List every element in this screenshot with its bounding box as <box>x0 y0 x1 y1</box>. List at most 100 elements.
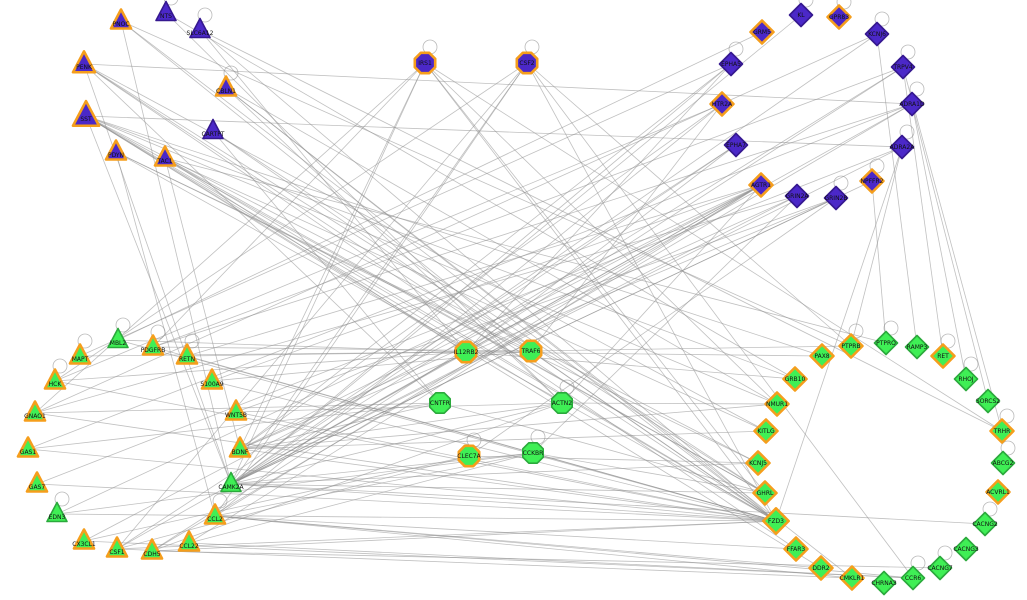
node-cacng7-diamond[interactable] <box>927 555 953 581</box>
node-ffar3-diamond[interactable] <box>783 536 809 562</box>
edge-pd9-go1 <box>465 144 737 353</box>
node-trhr-diamond[interactable] <box>989 418 1015 444</box>
node-kl-diamond[interactable] <box>788 2 814 28</box>
node-cntfr-octagon[interactable] <box>428 391 452 415</box>
node-abcg2-diamond[interactable] <box>990 450 1016 476</box>
node-kitlg-diamond[interactable] <box>753 418 779 444</box>
edge-gt4-pd11 <box>186 184 762 357</box>
node-kcnj6-diamond[interactable] <box>864 21 890 47</box>
edge-gt4-gd16 <box>186 355 777 522</box>
edge-gt12-pd2 <box>230 14 802 485</box>
self-loop-pd4 <box>874 11 890 27</box>
node-traf6-octagon[interactable] <box>519 339 543 363</box>
node-ret-diamond[interactable] <box>930 343 956 369</box>
edge-go4-gd8 <box>561 402 778 405</box>
node-rhoj-diamond[interactable] <box>953 366 979 392</box>
edge-gt7-pd4 <box>34 33 878 414</box>
edge-gt12-pd5 <box>230 63 732 485</box>
node-kcnj5-diamond[interactable] <box>745 450 771 476</box>
node-chrna3-diamond[interactable] <box>871 570 897 596</box>
node-edn3-triangle[interactable] <box>46 501 68 523</box>
node-npffr2-diamond[interactable] <box>859 168 885 194</box>
self-loop-gd21 <box>937 545 953 561</box>
node-fzd3-diamond[interactable] <box>762 507 790 535</box>
node-ramp3-diamond[interactable] <box>904 334 930 360</box>
node-wnt5b-triangle[interactable] <box>224 399 248 421</box>
edge-pt9-gd16 <box>164 157 777 522</box>
node-il12rb2-octagon[interactable] <box>454 340 478 364</box>
node-grb10-diamond[interactable] <box>782 366 808 392</box>
node-epha7-diamond[interactable] <box>723 132 749 158</box>
self-loop-pt5 <box>223 65 239 81</box>
node-ddr2-diamond[interactable] <box>808 555 834 581</box>
node-clec7a-octagon[interactable] <box>457 444 481 468</box>
node-cacng3-diamond[interactable] <box>953 536 979 562</box>
node-pax8-diamond[interactable] <box>809 343 835 369</box>
node-grm5-diamond[interactable] <box>749 19 775 45</box>
node-gpr83-diamond[interactable] <box>826 4 852 30</box>
node-gas7-triangle[interactable] <box>25 471 49 493</box>
edge-gt17-gd16 <box>151 520 777 552</box>
node-ghrl-diamond[interactable] <box>752 480 778 506</box>
edge-gt17-go4 <box>151 402 563 552</box>
node-agtr1-diamond[interactable] <box>748 172 774 198</box>
node-gas1-triangle[interactable] <box>16 436 40 458</box>
edge-pt1-gd1 <box>120 20 852 347</box>
node-csf2-octagon[interactable] <box>515 51 539 75</box>
node-mbl2-triangle[interactable] <box>107 327 129 349</box>
node-cacng2-diamond[interactable] <box>972 511 998 537</box>
edge-pt6-gt12 <box>85 115 232 485</box>
edge-pd6-gd5 <box>902 66 944 357</box>
node-trpv4-diamond[interactable] <box>890 54 916 80</box>
node-irs1-octagon[interactable] <box>413 51 437 75</box>
edge-gt18-gd23 <box>188 542 914 579</box>
node-cmklr1-diamond[interactable] <box>839 565 865 591</box>
self-loop-gt3 <box>150 324 166 340</box>
node-pdyn-triangle[interactable] <box>104 139 128 161</box>
node-hck-triangle[interactable] <box>43 368 67 390</box>
node-penk-triangle[interactable] <box>71 50 97 74</box>
node-htr2a-diamond[interactable] <box>709 91 735 117</box>
node-ccr6-diamond[interactable] <box>900 565 926 591</box>
node-pdgfrb-triangle[interactable] <box>141 334 165 356</box>
node-acvrl1-diamond[interactable] <box>985 479 1011 505</box>
node-sorcs2-diamond[interactable] <box>975 388 1001 414</box>
node-pnoc-triangle[interactable] <box>109 8 133 30</box>
node-slc6a12-triangle[interactable] <box>189 17 211 39</box>
node-csf1-triangle[interactable] <box>105 536 129 558</box>
node-cdh5-triangle[interactable] <box>140 538 164 560</box>
node-adra2a-diamond[interactable] <box>889 134 915 160</box>
node-nmur1-diamond[interactable] <box>764 391 790 417</box>
node-cbln1-triangle[interactable] <box>214 75 238 97</box>
node-mapt-triangle[interactable] <box>68 343 92 365</box>
node-grin2b-diamond[interactable] <box>823 185 849 211</box>
node-actn2-octagon[interactable] <box>550 391 574 415</box>
node-s100a9-triangle[interactable] <box>200 368 224 390</box>
self-loop-gt5 <box>52 358 68 374</box>
node-cx3cl1-triangle[interactable] <box>72 528 96 550</box>
edge-oc1-gt12 <box>230 62 426 485</box>
node-epha5-diamond[interactable] <box>718 51 744 77</box>
node-sst-triangle[interactable] <box>71 99 101 128</box>
node-gnao1-triangle[interactable] <box>23 400 47 422</box>
node-cartpt-triangle[interactable] <box>202 118 224 140</box>
edge-pt5-gd22 <box>225 87 853 579</box>
self-loop-pt3 <box>197 7 213 23</box>
node-bdnf-triangle[interactable] <box>228 436 252 458</box>
node-tac1-triangle[interactable] <box>153 145 177 167</box>
edge-go2-gd16 <box>530 350 777 522</box>
node-retn-triangle[interactable] <box>175 343 199 365</box>
node-camk2a-triangle[interactable] <box>220 471 242 493</box>
node-cckbr-octagon[interactable] <box>521 441 545 465</box>
node-ccl22-triangle[interactable] <box>177 530 201 552</box>
node-grin2a-diamond[interactable] <box>784 183 810 209</box>
node-adra1d-diamond[interactable] <box>899 91 925 117</box>
node-ptprb-diamond[interactable] <box>838 333 864 359</box>
edge-pt7-go3 <box>212 130 441 404</box>
node-ptpro-diamond[interactable] <box>873 330 899 356</box>
node-ccl2-triangle[interactable] <box>203 503 227 525</box>
edge-pt6-gd12 <box>85 115 759 464</box>
node-nts-triangle[interactable] <box>155 0 177 22</box>
